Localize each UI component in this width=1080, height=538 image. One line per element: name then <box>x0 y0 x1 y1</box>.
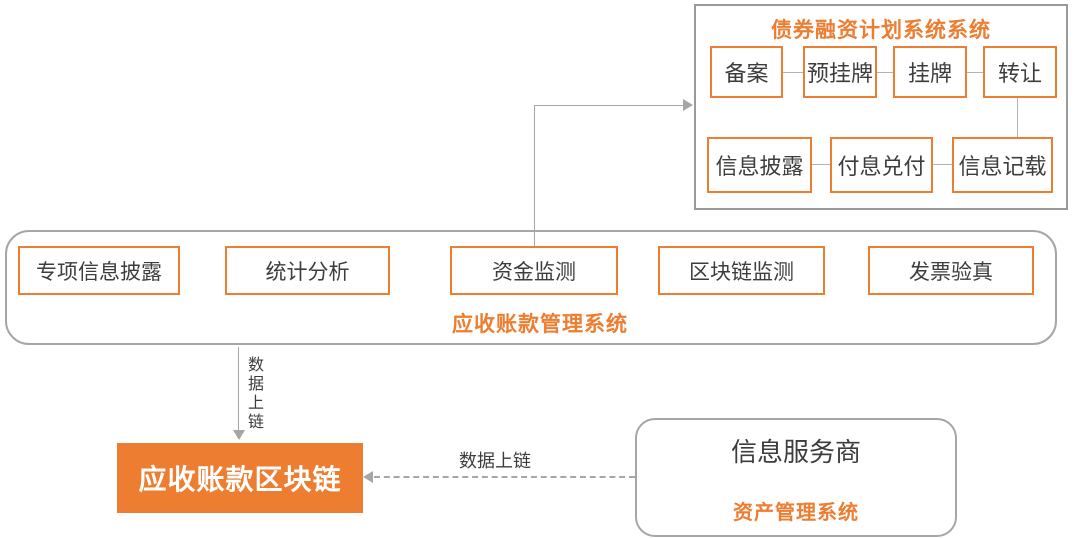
dashed-connector-provider-to-blockchain <box>374 476 635 478</box>
module-zhuanxiang-pilu: 专项信息披露 <box>18 246 180 295</box>
connector-zijin-to-bond-vertical <box>534 105 535 246</box>
connector-fuxi-jizai <box>933 164 952 165</box>
provider-container: 信息服务商 资产管理系统 <box>635 418 957 537</box>
module-fapiao-yanzhen: 发票验真 <box>868 246 1034 295</box>
connector-guapai-zhuanrang <box>967 72 983 73</box>
module-qukuailian-jiance: 区块链监测 <box>658 246 825 295</box>
arrowhead-left-to-blockchain <box>363 471 373 483</box>
provider-name: 信息服务商 <box>730 437 861 467</box>
bond-system-title: 债券融资计划系统系统 <box>771 19 991 42</box>
module-tongji-fenxi: 统计分析 <box>225 246 390 295</box>
module-zijin-jiance: 资金监测 <box>450 246 618 295</box>
connector-beian-yuguapai <box>783 72 803 73</box>
down-arrow-label: 数据上链 <box>248 357 265 431</box>
node-beian: 备案 <box>710 46 783 98</box>
connector-yuguapai-guapai <box>877 72 893 73</box>
node-zhuanrang: 转让 <box>983 46 1057 98</box>
connector-zijin-to-bond-horizontal <box>534 105 683 106</box>
dashed-arrow-label: 数据上链 <box>459 451 531 471</box>
node-guapai: 挂牌 <box>893 46 967 98</box>
arrowhead-into-bond-panel <box>683 99 693 111</box>
node-fuxi-duifu: 付息兑付 <box>830 137 933 193</box>
node-yuguapai: 预挂牌 <box>803 46 877 98</box>
node-xinxi-jizai: 信息记载 <box>952 137 1053 193</box>
provider-system-title: 资产管理系统 <box>733 502 859 524</box>
connector-zhuanrang-jizai <box>1017 98 1018 137</box>
arrowhead-down-to-blockchain <box>233 430 245 440</box>
connector-down-to-blockchain <box>238 347 239 431</box>
blockchain-box: 应收账款区块链 <box>117 443 363 513</box>
node-xinxi-pilu: 信息披露 <box>707 137 812 193</box>
receivables-system-title: 应收账款管理系统 <box>452 313 628 336</box>
connector-pilu-fuxi <box>812 164 830 165</box>
